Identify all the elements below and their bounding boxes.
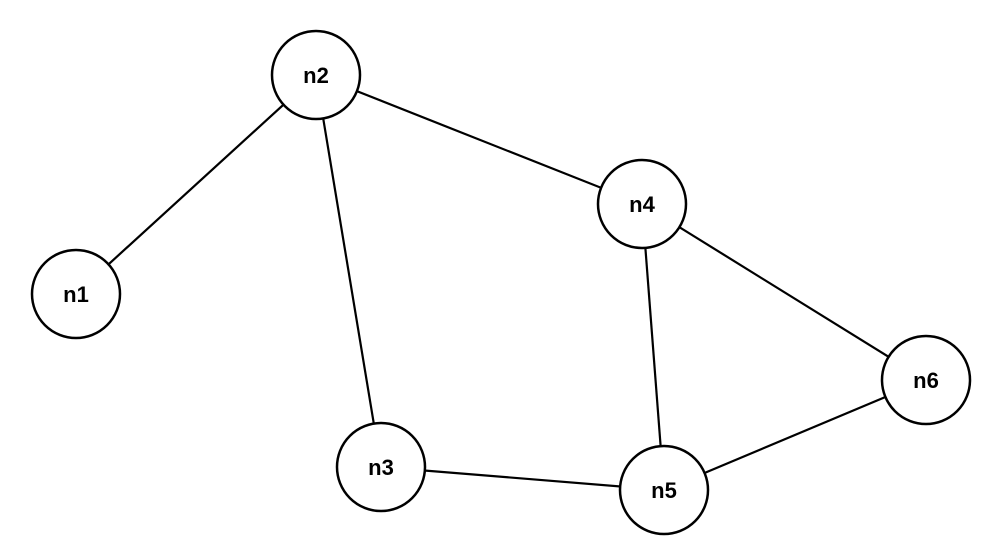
edge-n3-n5: [380, 465, 665, 492]
node-n2: n2: [270, 29, 362, 121]
node-circle-n4: [596, 158, 688, 250]
edge-n4-n5: [640, 203, 666, 491]
edge-n2-n3: [314, 74, 383, 468]
node-label-n6: n6: [913, 368, 939, 393]
node-circle-n1: [30, 248, 122, 340]
node-circle-n3: [335, 421, 427, 513]
node-n1: n1: [30, 248, 122, 340]
edge-n4-n6: [641, 203, 927, 381]
node-circle-n6: [880, 334, 972, 426]
edge-n2-n4: [315, 73, 643, 206]
nodes-layer: n1 n2 n3 n4 n5 n6: [30, 29, 972, 536]
edge-n5-n6: [663, 378, 927, 492]
node-n4: n4: [596, 158, 688, 250]
edge-n1-n2: [75, 74, 317, 295]
node-n6: n6: [880, 334, 972, 426]
edges-layer: [75, 73, 927, 492]
node-n3: n3: [335, 421, 427, 513]
node-circle-n2: [270, 29, 362, 121]
node-label-n2: n2: [303, 63, 329, 88]
node-label-n5: n5: [651, 478, 677, 503]
node-circle-n5: [618, 444, 710, 536]
node-label-n4: n4: [629, 192, 655, 217]
node-label-n3: n3: [368, 455, 394, 480]
node-n5: n5: [618, 444, 710, 536]
node-label-n1: n1: [63, 282, 89, 307]
